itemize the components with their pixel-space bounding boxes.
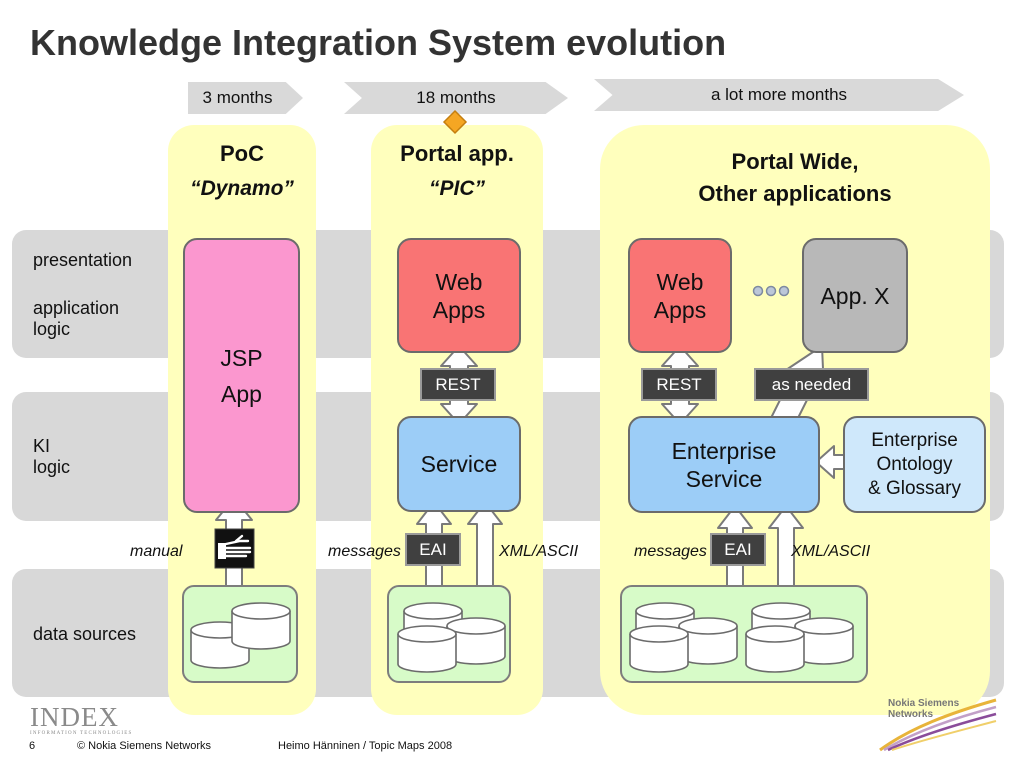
box-label: Enterprise	[871, 429, 958, 451]
timeline-label: 18 months	[416, 88, 496, 107]
box-label: Enterprise	[671, 437, 777, 464]
lane-subtitle: “Dynamo”	[190, 177, 294, 200]
web-apps-box-wide: Web Apps	[628, 238, 732, 353]
nsn-logo-line: Nokia Siemens	[888, 698, 960, 709]
box-label: JSP	[220, 344, 263, 371]
eai-tag-portal: EAI	[405, 533, 461, 566]
nsn-logo: Nokia Siemens Networks	[888, 698, 959, 720]
interface-label-xml-wide: XML/ASCII	[791, 543, 871, 560]
timeline-arrow-18-months: 18 months	[344, 82, 568, 114]
timeline-arrow-3-months: 3 months	[188, 82, 303, 114]
index-logo: INDEX INFORMATION TECHNOLOGIES	[30, 703, 132, 736]
box-label: Service	[685, 465, 763, 492]
timeline-label: a lot more months	[710, 85, 848, 104]
lane-header-poc: PoC “Dynamo”	[168, 140, 316, 210]
footer-author: Heimo Hänninen / Topic Maps 2008	[278, 740, 453, 752]
nsn-swoosh-icon	[879, 698, 997, 752]
box-label: Web	[435, 268, 483, 295]
interface-label-xml-portal: XML/ASCII	[499, 543, 579, 560]
lane-header-portal-wide: Portal Wide, Other applications	[600, 146, 990, 210]
layer-label-ki-logic: KI logic	[33, 436, 70, 478]
lane-title: Portal app.	[400, 141, 514, 166]
box-label: Web	[656, 268, 704, 295]
lane-title-line2: Other applications	[698, 181, 892, 206]
rest-tag-wide: REST	[641, 368, 717, 401]
footer-copyright: © Nokia Siemens Networks	[77, 740, 212, 752]
interface-label-messages-wide: messages	[634, 543, 707, 560]
layer-label-data-sources: data sources	[33, 624, 137, 644]
box-label: & Glossary	[868, 477, 961, 499]
arrow-up-portal-xml	[467, 501, 503, 595]
box-label: Apps	[653, 296, 707, 323]
index-logo-subtext: INFORMATION TECHNOLOGIES	[30, 731, 133, 736]
index-logo-text: INDEX	[30, 702, 119, 732]
nsn-logo-line: Networks	[888, 709, 934, 720]
layer-label-presentation: presentation	[33, 250, 133, 270]
ontology-glossary-box: Enterprise Ontology & Glossary	[843, 416, 986, 513]
data-sources-poc	[182, 585, 298, 683]
timeline-label: 3 months	[202, 88, 273, 107]
web-apps-box-portal: Web Apps	[397, 238, 521, 353]
more-apps-ellipsis-icon	[752, 285, 790, 297]
enterprise-service-box: Enterprise Service	[628, 416, 820, 513]
data-sources-portal	[387, 585, 511, 683]
lane-title: Portal Wide,	[731, 149, 859, 174]
box-label: Apps	[432, 296, 486, 323]
layer-label-line: application	[33, 298, 120, 318]
layer-label-application-logic: application logic	[33, 298, 119, 340]
milestone-diamond-icon	[442, 109, 468, 135]
layer-label-line: logic	[33, 457, 71, 477]
lane-title: PoC	[220, 141, 264, 166]
service-box: Service	[397, 416, 521, 512]
box-label: App	[221, 380, 262, 407]
manual-hand-icon	[214, 528, 255, 569]
layer-label-line: logic	[33, 319, 71, 339]
box-label: Ontology	[876, 453, 953, 475]
as-needed-tag: as needed	[754, 368, 869, 401]
interface-label-manual: manual	[130, 543, 183, 560]
layer-label-line: KI	[33, 436, 51, 456]
interface-label-messages-portal: messages	[328, 543, 401, 560]
jsp-app-box: JSP App	[183, 238, 300, 513]
app-x-box: App. X	[802, 238, 908, 353]
page-title: Knowledge Integration System evolution	[30, 22, 727, 63]
rest-tag-portal: REST	[420, 368, 496, 401]
eai-tag-wide: EAI	[710, 533, 766, 566]
data-sources-wide	[620, 585, 868, 683]
lane-header-portal-app: Portal app. “PIC”	[371, 140, 543, 210]
timeline-arrow-more-months: a lot more months	[594, 79, 964, 111]
page-number: 6	[29, 740, 36, 752]
lane-subtitle: “PIC”	[428, 177, 485, 200]
